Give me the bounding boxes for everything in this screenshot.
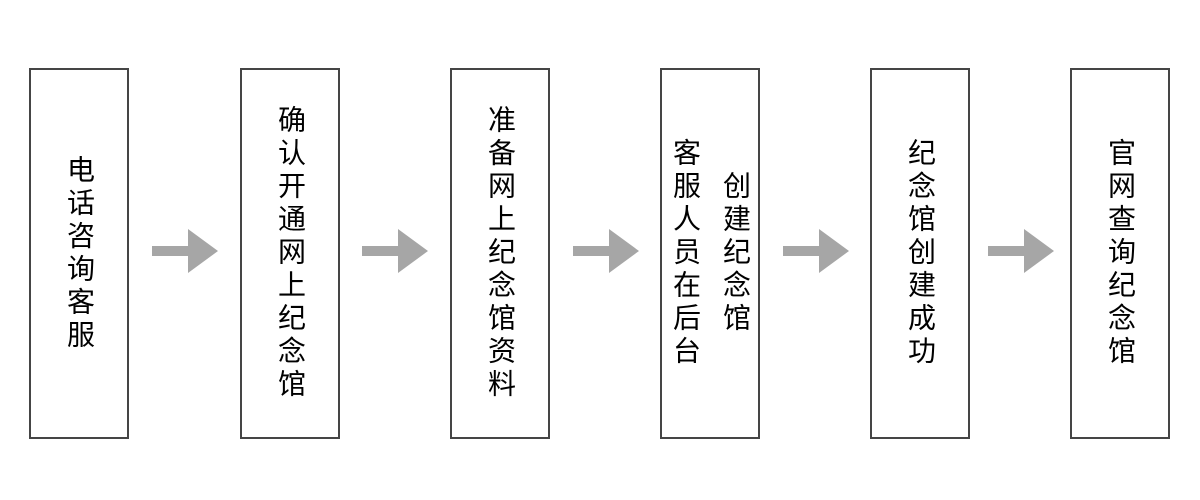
step-label: 纪念馆创建成功 [905, 138, 936, 369]
arrow-right-shape [362, 229, 428, 273]
step-label: 准备网上纪念馆资料 [485, 105, 516, 402]
flow-step-backend-create: 客服人员在后台 创建纪念馆 [660, 68, 760, 439]
flow-step-create-success: 纪念馆创建成功 [870, 68, 970, 439]
arrow-right-icon [573, 229, 639, 273]
arrow-right-icon [783, 229, 849, 273]
arrow-right-icon [362, 229, 428, 273]
flow-step-prepare-materials: 准备网上纪念馆资料 [450, 68, 550, 439]
flow-step-official-site-query: 官网查询纪念馆 [1070, 68, 1170, 439]
arrow-right-shape [573, 229, 639, 273]
arrow-right-shape [152, 229, 218, 273]
flow-step-phone-consult: 电话咨询客服 [29, 68, 129, 439]
step-label: 客服人员在后台 创建纪念馆 [670, 138, 751, 369]
step-label: 确认开通网上纪念馆 [275, 105, 306, 402]
flow-step-confirm-open: 确认开通网上纪念馆 [240, 68, 340, 439]
arrow-right-icon [988, 229, 1054, 273]
arrow-right-shape [988, 229, 1054, 273]
arrow-right-shape [783, 229, 849, 273]
step-label: 官网查询纪念馆 [1105, 138, 1136, 369]
step-label: 电话咨询客服 [64, 154, 95, 353]
arrow-right-icon [152, 229, 218, 273]
